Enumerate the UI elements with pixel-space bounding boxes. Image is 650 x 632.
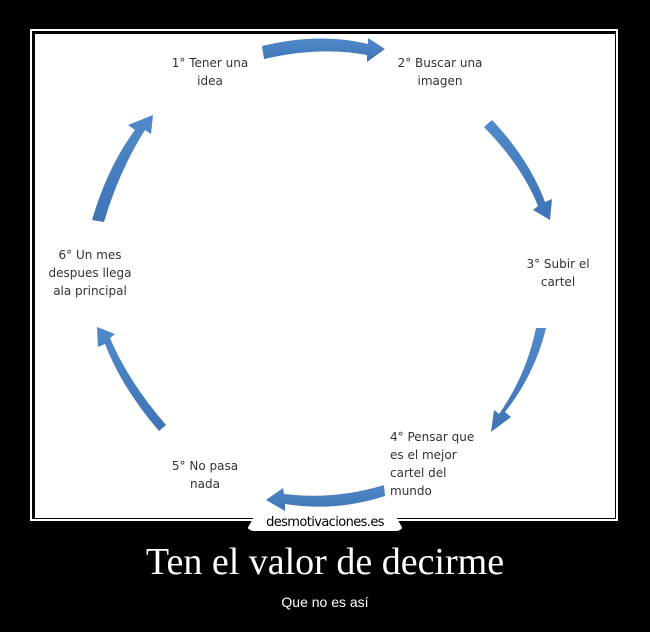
step-4-label: 4° Pensar que es el mejor cartel del mun… [390,430,475,498]
step-3-label: 3° Subir el cartel [526,257,590,289]
cycle-diagram-image: 1° Tener una idea 2° Buscar una imagen 3… [35,34,615,518]
step-2-label: 2° Buscar una imagen [397,56,483,88]
curved-arrow-up-left-icon [97,327,166,431]
step-1-label: 1° Tener una idea [171,56,249,88]
step-5-label: 5° No pasa nada [171,459,239,491]
poster-subtitle: Que no es así [281,594,369,610]
curved-arrow-up-right-icon [92,115,153,222]
curved-arrow-down-left-icon [491,328,546,432]
curved-arrow-down-right-icon [484,120,552,220]
curved-arrow-right-icon [262,38,385,62]
step-6-label: 6° Un mes despues llega ala principal [48,248,132,298]
cycle-arrows-svg [92,38,552,511]
site-watermark: desmotivaciones.es [246,514,404,531]
curved-arrow-left-icon [266,485,385,511]
poster-title: Ten el valor de decirme [145,541,505,583]
